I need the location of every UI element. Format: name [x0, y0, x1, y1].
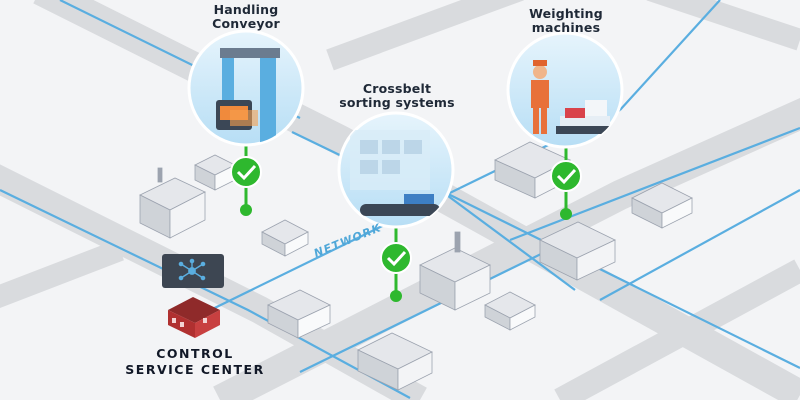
building-house-3 — [267, 289, 331, 339]
node-weighting — [560, 208, 572, 220]
check-circle-icon — [550, 160, 582, 192]
node-handling — [240, 204, 252, 216]
building-factory-2 — [419, 231, 491, 311]
label-weighting-machines: Weighting machines — [529, 6, 603, 35]
building-house-5 — [631, 182, 693, 229]
building-house-1 — [194, 154, 236, 191]
building-factory-1 — [139, 167, 206, 239]
check-circle-icon — [380, 242, 412, 274]
bubble-crossbelt — [337, 111, 455, 229]
building-house-4 — [484, 291, 536, 331]
label-crossbelt-sorting: Crossbelt sorting systems — [339, 81, 455, 110]
check-circle-icon — [230, 156, 262, 188]
control-building — [168, 297, 220, 338]
label-control-service-center: CONTROL SERVICE CENTER — [125, 346, 265, 377]
network-hub-icon — [178, 258, 206, 281]
bubble-handling — [187, 29, 305, 147]
node-crossbelt — [390, 290, 402, 302]
control-service-center — [162, 254, 224, 338]
building-house-2 — [261, 219, 309, 257]
bubble-weighting — [506, 31, 624, 149]
building-factory-3 — [357, 332, 433, 391]
building-factory-5 — [539, 221, 616, 281]
label-handling-conveyor: Handling Conveyor — [212, 2, 280, 31]
